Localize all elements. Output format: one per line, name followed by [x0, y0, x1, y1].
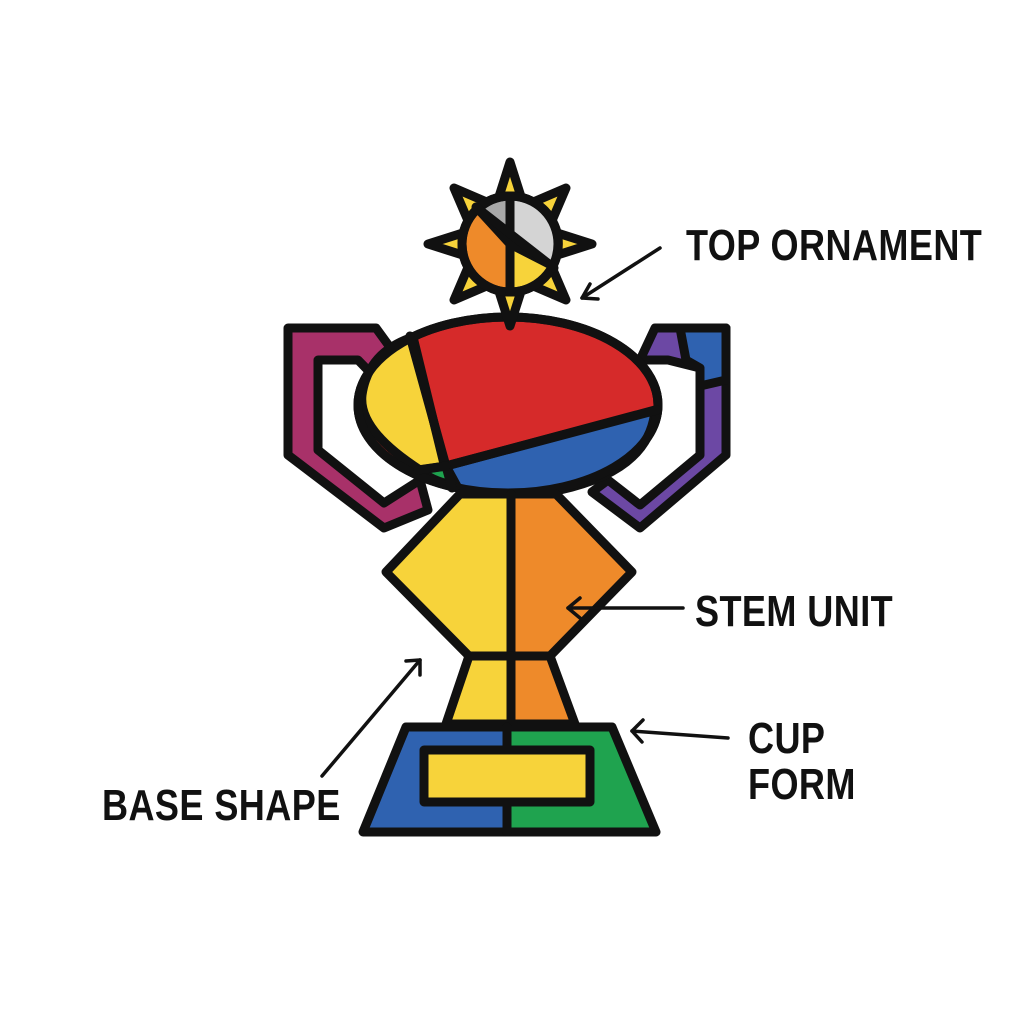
label-base-shape: BASE SHAPE	[102, 781, 341, 830]
arrow-top-ornament	[580, 246, 662, 301]
label-cup-form-line1: CUP	[748, 714, 826, 763]
bowl	[353, 312, 663, 500]
arrow-stem-unit	[566, 596, 685, 620]
top-ornament	[423, 157, 597, 331]
base-shape	[358, 722, 661, 837]
stem-unit	[381, 489, 637, 661]
stem-neck	[441, 651, 580, 729]
base-plaque	[419, 745, 595, 807]
right-handle	[587, 323, 731, 533]
arrow-base-shape	[320, 658, 422, 778]
label-cup-form: CUP FORM	[748, 716, 856, 808]
label-top-ornament: TOP ORNAMENT	[686, 221, 983, 270]
arrow-cup-form	[630, 718, 730, 744]
label-stem-unit: STEM UNIT	[695, 587, 894, 636]
label-cup-form-line2: FORM	[748, 760, 856, 809]
